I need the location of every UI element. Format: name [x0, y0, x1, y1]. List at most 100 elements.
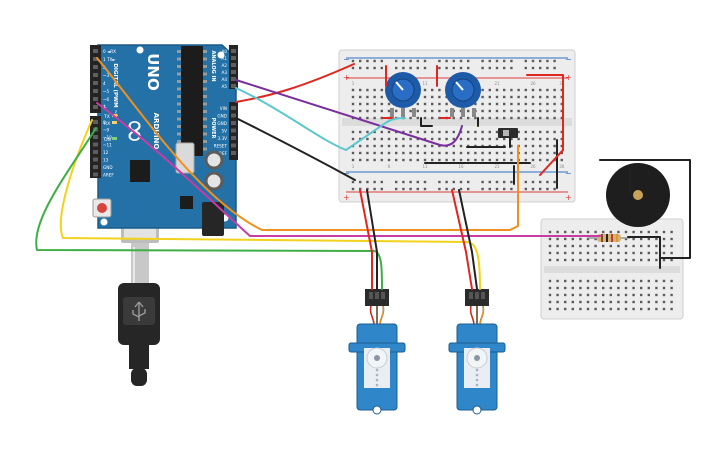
breadboard-hole[interactable]	[467, 130, 470, 134]
breadboard-hole[interactable]	[409, 151, 412, 155]
mini-breadboard-hole[interactable]	[662, 244, 666, 248]
breadboard-hole[interactable]	[481, 109, 484, 113]
breadboard-hole[interactable]	[373, 88, 376, 92]
breadboard-hole[interactable]	[553, 109, 556, 113]
mini-breadboard-hole[interactable]	[670, 307, 673, 311]
mini-breadboard-hole[interactable]	[564, 293, 567, 297]
rail-hole[interactable]	[488, 59, 491, 63]
breadboard-hole[interactable]	[395, 144, 398, 148]
breadboard-hole[interactable]	[531, 144, 535, 148]
breadboard-hole[interactable]	[467, 151, 470, 155]
mini-breadboard-hole[interactable]	[655, 251, 658, 255]
mini-breadboard-hole[interactable]	[632, 258, 635, 262]
mini-breadboard-hole[interactable]	[594, 230, 597, 234]
breadboard-hole[interactable]	[359, 116, 362, 120]
mini-breadboard-hole[interactable]	[670, 279, 673, 283]
mini-breadboard-hole[interactable]	[655, 307, 658, 311]
breadboard-hole[interactable]	[351, 158, 355, 162]
breadboard-hole[interactable]	[524, 102, 527, 106]
mini-breadboard-hole[interactable]	[556, 258, 559, 262]
mini-breadboard-hole[interactable]	[594, 258, 597, 262]
reset-button-cap[interactable]	[97, 203, 107, 213]
mini-breadboard-hole[interactable]	[571, 307, 574, 311]
rail-hole[interactable]	[546, 66, 549, 70]
digital-pin-socket[interactable]	[93, 81, 98, 85]
mini-breadboard-hole[interactable]	[602, 307, 605, 311]
rail-hole[interactable]	[524, 180, 527, 184]
rail-hole[interactable]	[524, 187, 527, 191]
mini-breadboard-hole[interactable]	[670, 230, 673, 234]
rail-hole[interactable]	[380, 180, 383, 184]
breadboard-hole[interactable]	[423, 144, 427, 148]
rail-hole[interactable]	[416, 187, 419, 191]
rail-hole[interactable]	[503, 180, 506, 184]
mini-breadboard-hole[interactable]	[556, 244, 559, 248]
rail-hole[interactable]	[452, 59, 455, 63]
breadboard-hole[interactable]	[459, 144, 463, 148]
breadboard-hole[interactable]	[495, 95, 499, 99]
mini-breadboard-hole[interactable]	[564, 230, 567, 234]
mini-breadboard-hole[interactable]	[662, 237, 666, 241]
rail-hole[interactable]	[539, 66, 542, 70]
breadboard-hole[interactable]	[373, 151, 376, 155]
breadboard-hole[interactable]	[423, 102, 427, 106]
mini-breadboard-hole[interactable]	[617, 279, 620, 283]
breadboard-hole[interactable]	[431, 144, 434, 148]
wire-purple[interactable]	[235, 79, 463, 147]
digital-pin-socket[interactable]	[93, 150, 98, 154]
mini-breadboard-hole[interactable]	[632, 230, 635, 234]
mini-breadboard-hole[interactable]	[640, 300, 643, 304]
rail-hole[interactable]	[546, 59, 549, 63]
breadboard-hole[interactable]	[560, 130, 563, 134]
breadboard-hole[interactable]	[467, 137, 470, 141]
mini-breadboard-hole[interactable]	[624, 300, 628, 304]
rail-hole[interactable]	[459, 66, 463, 70]
breadboard-hole[interactable]	[359, 137, 362, 141]
rail-hole[interactable]	[445, 66, 448, 70]
mini-breadboard-hole[interactable]	[548, 307, 552, 311]
rail-hole[interactable]	[481, 187, 484, 191]
analog-pin-socket[interactable]	[231, 63, 236, 67]
rail-hole[interactable]	[366, 187, 369, 191]
rail-hole[interactable]	[539, 59, 542, 63]
piezo-buzzer-icon[interactable]	[606, 163, 670, 227]
breadboard-hole[interactable]	[495, 116, 499, 120]
digital-pin-socket[interactable]	[93, 142, 98, 147]
breadboard-hole[interactable]	[510, 144, 513, 148]
breadboard-hole[interactable]	[366, 95, 369, 99]
breadboard-hole[interactable]	[402, 130, 405, 134]
breadboard-hole[interactable]	[431, 130, 434, 134]
breadboard-hole[interactable]	[416, 116, 419, 120]
rail-hole[interactable]	[488, 180, 491, 184]
rail-hole[interactable]	[531, 180, 535, 184]
breadboard-hole[interactable]	[488, 137, 491, 141]
rail-hole[interactable]	[539, 187, 542, 191]
mini-breadboard-hole[interactable]	[640, 293, 643, 297]
mini-breadboard-hole[interactable]	[579, 279, 582, 283]
mini-breadboard-hole[interactable]	[617, 251, 620, 255]
mini-breadboard-hole[interactable]	[594, 237, 597, 241]
breadboard-hole[interactable]	[495, 88, 499, 92]
breadboard-hole[interactable]	[539, 137, 542, 141]
mini-breadboard-hole[interactable]	[662, 286, 666, 290]
mini-breadboard-hole[interactable]	[594, 251, 597, 255]
breadboard-hole[interactable]	[359, 151, 362, 155]
rail-hole[interactable]	[467, 59, 470, 63]
breadboard-hole[interactable]	[524, 158, 527, 162]
mini-breadboard-hole[interactable]	[548, 251, 552, 255]
breadboard-hole[interactable]	[380, 95, 383, 99]
breadboard-hole[interactable]	[438, 137, 441, 141]
breadboard-hole[interactable]	[366, 88, 369, 92]
mini-breadboard-hole[interactable]	[609, 286, 612, 290]
breadboard-hole[interactable]	[416, 137, 419, 141]
breadboard-hole[interactable]	[488, 102, 491, 106]
breadboard-hole[interactable]	[503, 102, 506, 106]
rail-hole[interactable]	[510, 187, 513, 191]
mini-breadboard-hole[interactable]	[556, 251, 559, 255]
micro-servo-icon[interactable]	[448, 289, 506, 415]
breadboard-hole[interactable]	[539, 158, 542, 162]
potentiometer-icon[interactable]	[385, 72, 421, 117]
breadboard-hole[interactable]	[524, 95, 527, 99]
rail-hole[interactable]	[373, 66, 376, 70]
breadboard-hole[interactable]	[488, 95, 491, 99]
